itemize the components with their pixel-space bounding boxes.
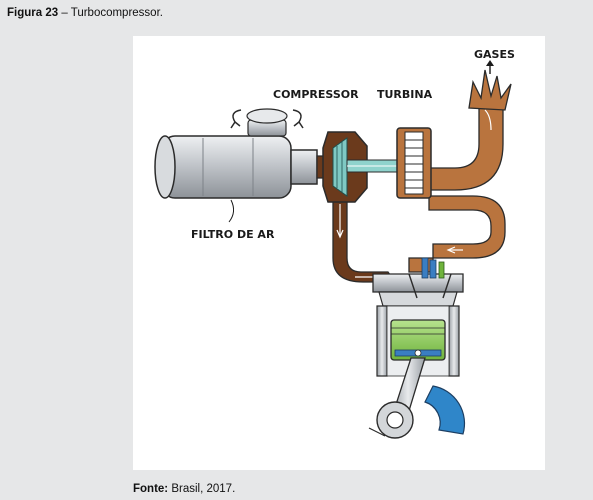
label-air-filter: FILTRO DE AR bbox=[191, 228, 275, 241]
label-compressor: COMPRESSOR bbox=[273, 88, 359, 101]
turbocharger-diagram: COMPRESSOR TURBINA GASES FILTRO DE AR bbox=[154, 48, 515, 439]
label-turbine: TURBINA bbox=[377, 88, 433, 101]
source-text: Brasil, 2017. bbox=[168, 483, 236, 495]
compressor-housing bbox=[322, 131, 368, 203]
connecting-rod bbox=[376, 357, 426, 439]
exhaust-pipe bbox=[408, 69, 512, 273]
turbine-housing bbox=[396, 127, 432, 199]
filter-leader-line bbox=[228, 199, 235, 223]
air-filter bbox=[154, 108, 318, 199]
source-label: Fonte: bbox=[133, 483, 169, 495]
piston bbox=[390, 319, 446, 361]
label-exhaust: GASES bbox=[474, 48, 515, 61]
figure-source: Fonte: Brasil, 2017. bbox=[133, 483, 235, 495]
figure-number: Figura 23 bbox=[7, 7, 59, 19]
crank-counterweight bbox=[368, 385, 466, 437]
cylinder-head bbox=[372, 257, 464, 307]
exhaust-arrow-icon bbox=[486, 60, 494, 74]
figure-caption: Figura 23 – Turbocompressor. bbox=[7, 7, 163, 19]
figure-frame: COMPRESSOR TURBINA GASES FILTRO DE AR bbox=[133, 36, 545, 470]
figure-title: – Turbocompressor. bbox=[58, 7, 163, 19]
